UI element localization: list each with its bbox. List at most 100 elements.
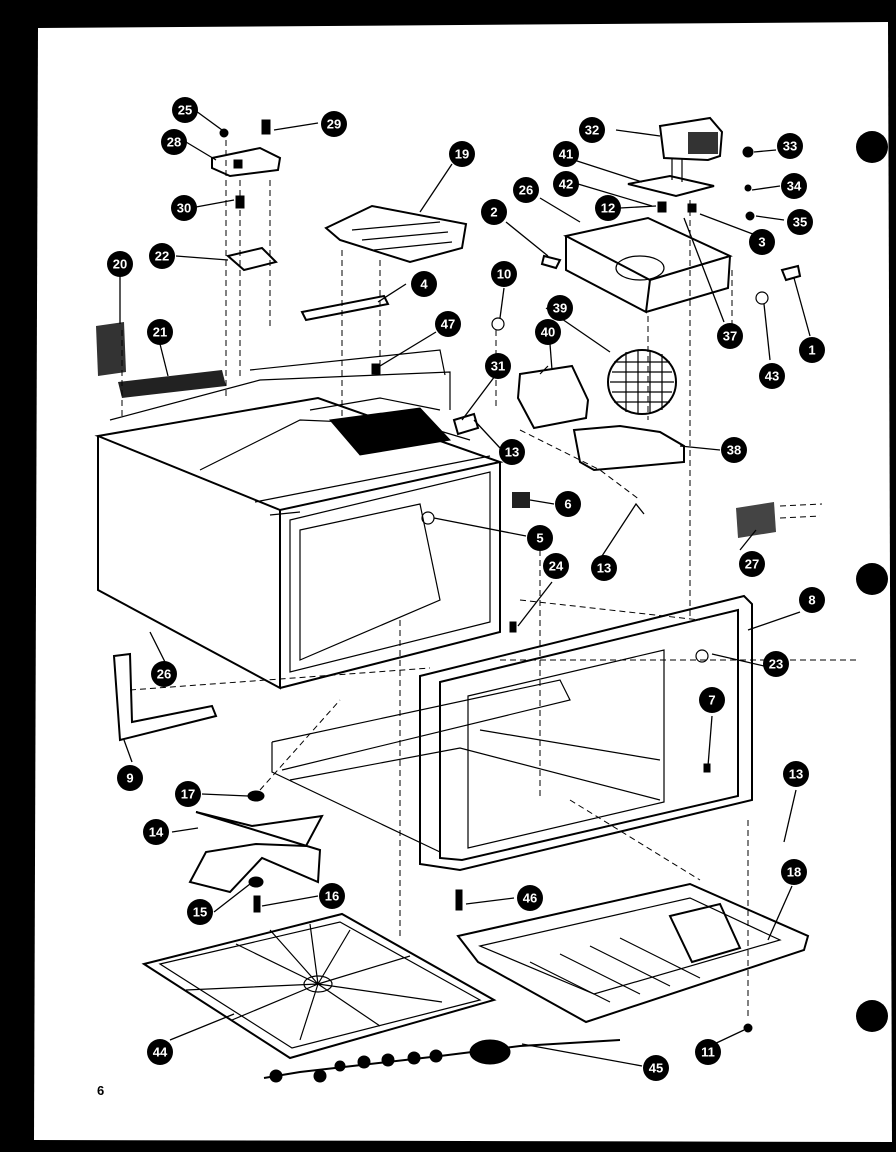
callout-number: 4	[420, 277, 428, 292]
callout-30: 30	[171, 195, 197, 221]
callout-circle	[499, 439, 525, 465]
callout-circle	[187, 899, 213, 925]
callout-circle	[171, 195, 197, 221]
callout-33: 33	[777, 133, 803, 159]
callout-number: 13	[505, 445, 519, 460]
vent-grill	[329, 407, 452, 456]
waveguide-bracket	[211, 119, 282, 178]
callout-labels: 2528293022202119447103113403922612424132…	[107, 97, 825, 1081]
callout-17: 17	[175, 781, 201, 807]
callout-38: 38	[721, 437, 747, 463]
grommet-43	[755, 291, 769, 305]
callout-3: 3	[749, 229, 775, 255]
callout-47: 47	[435, 311, 461, 337]
callout-circle	[783, 761, 809, 787]
callout-number: 40	[541, 325, 555, 340]
callout-circle	[149, 243, 175, 269]
blower-wheel-39	[607, 349, 677, 415]
callout-number: 8	[808, 593, 815, 608]
callout-circle	[759, 363, 785, 389]
callout-number: 1	[808, 343, 815, 358]
callout-number: 18	[787, 865, 801, 880]
screw-24	[509, 621, 517, 633]
callout-circle	[319, 883, 345, 909]
callout-number: 27	[745, 557, 759, 572]
callout-number: 25	[178, 103, 192, 118]
bar-4	[300, 294, 390, 322]
callout-number: 3	[758, 235, 765, 250]
callout-29: 29	[321, 111, 347, 137]
callout-circle	[579, 117, 605, 143]
callout-number: 47	[441, 317, 455, 332]
callout-number: 37	[723, 329, 737, 344]
callout-number: 22	[155, 249, 169, 264]
callout-circle	[547, 295, 573, 321]
callout-5: 5	[527, 525, 553, 551]
screw-46	[455, 889, 463, 911]
callout-circle	[147, 319, 173, 345]
callout-circle	[143, 819, 169, 845]
clip-2	[540, 254, 562, 270]
callout-circle	[172, 97, 198, 123]
callout-39: 39	[547, 295, 573, 321]
callout-circle	[107, 251, 133, 277]
callout-number: 24	[549, 559, 564, 574]
callout-number: 35	[793, 215, 807, 230]
callout-circle	[321, 111, 347, 137]
callout-number: 21	[153, 325, 167, 340]
callout-46: 46	[517, 885, 543, 911]
callout-circle	[151, 661, 177, 687]
callout-13: 13	[783, 761, 809, 787]
punch-hole-bottom	[856, 1000, 888, 1032]
callout-circle	[527, 525, 553, 551]
light-cover-21	[118, 370, 226, 398]
callout-23: 23	[763, 651, 789, 677]
callout-circle	[481, 199, 507, 225]
callout-40: 40	[535, 319, 561, 345]
callout-number: 17	[181, 787, 195, 802]
callout-circle	[517, 885, 543, 911]
callout-24: 24	[543, 553, 569, 579]
duct-40	[516, 364, 590, 430]
grease-filter-20	[96, 322, 126, 376]
callout-19: 19	[449, 141, 475, 167]
callout-circle	[749, 229, 775, 255]
callout-circle	[535, 319, 561, 345]
callout-22: 22	[149, 243, 175, 269]
callout-14: 14	[143, 819, 169, 845]
callout-number: 29	[327, 117, 341, 132]
callout-number: 46	[523, 891, 537, 906]
callout-circle	[781, 859, 807, 885]
leader-lines	[119, 110, 811, 1067]
callout-number: 13	[789, 767, 803, 782]
switch-6	[512, 492, 530, 508]
callout-1: 1	[799, 337, 825, 363]
callout-number: 6	[564, 497, 571, 512]
callout-circle	[543, 553, 569, 579]
cooking-tray-44	[141, 912, 497, 1060]
fan-motor-32	[658, 116, 724, 182]
callout-circle	[781, 173, 807, 199]
callout-circle	[553, 171, 579, 197]
callout-32: 32	[579, 117, 605, 143]
callout-number: 41	[559, 147, 573, 162]
callout-number: 12	[601, 201, 615, 216]
callout-number: 5	[536, 531, 543, 546]
callout-number: 38	[727, 443, 741, 458]
callout-circle	[491, 261, 517, 287]
callout-number: 13	[597, 561, 611, 576]
stirrer-assembly	[188, 790, 324, 913]
callout-44: 44	[147, 1039, 173, 1065]
callout-circle	[553, 141, 579, 167]
callout-number: 26	[519, 183, 533, 198]
callout-number: 2	[490, 205, 497, 220]
callout-number: 14	[149, 825, 164, 840]
callout-number: 16	[325, 889, 339, 904]
callout-number: 32	[585, 123, 599, 138]
page-number: 6	[97, 1083, 104, 1098]
rotisserie-spit-45	[263, 1039, 621, 1083]
screws-12-42	[657, 201, 697, 213]
callout-number: 9	[126, 771, 133, 786]
callout-circle	[643, 1055, 669, 1081]
